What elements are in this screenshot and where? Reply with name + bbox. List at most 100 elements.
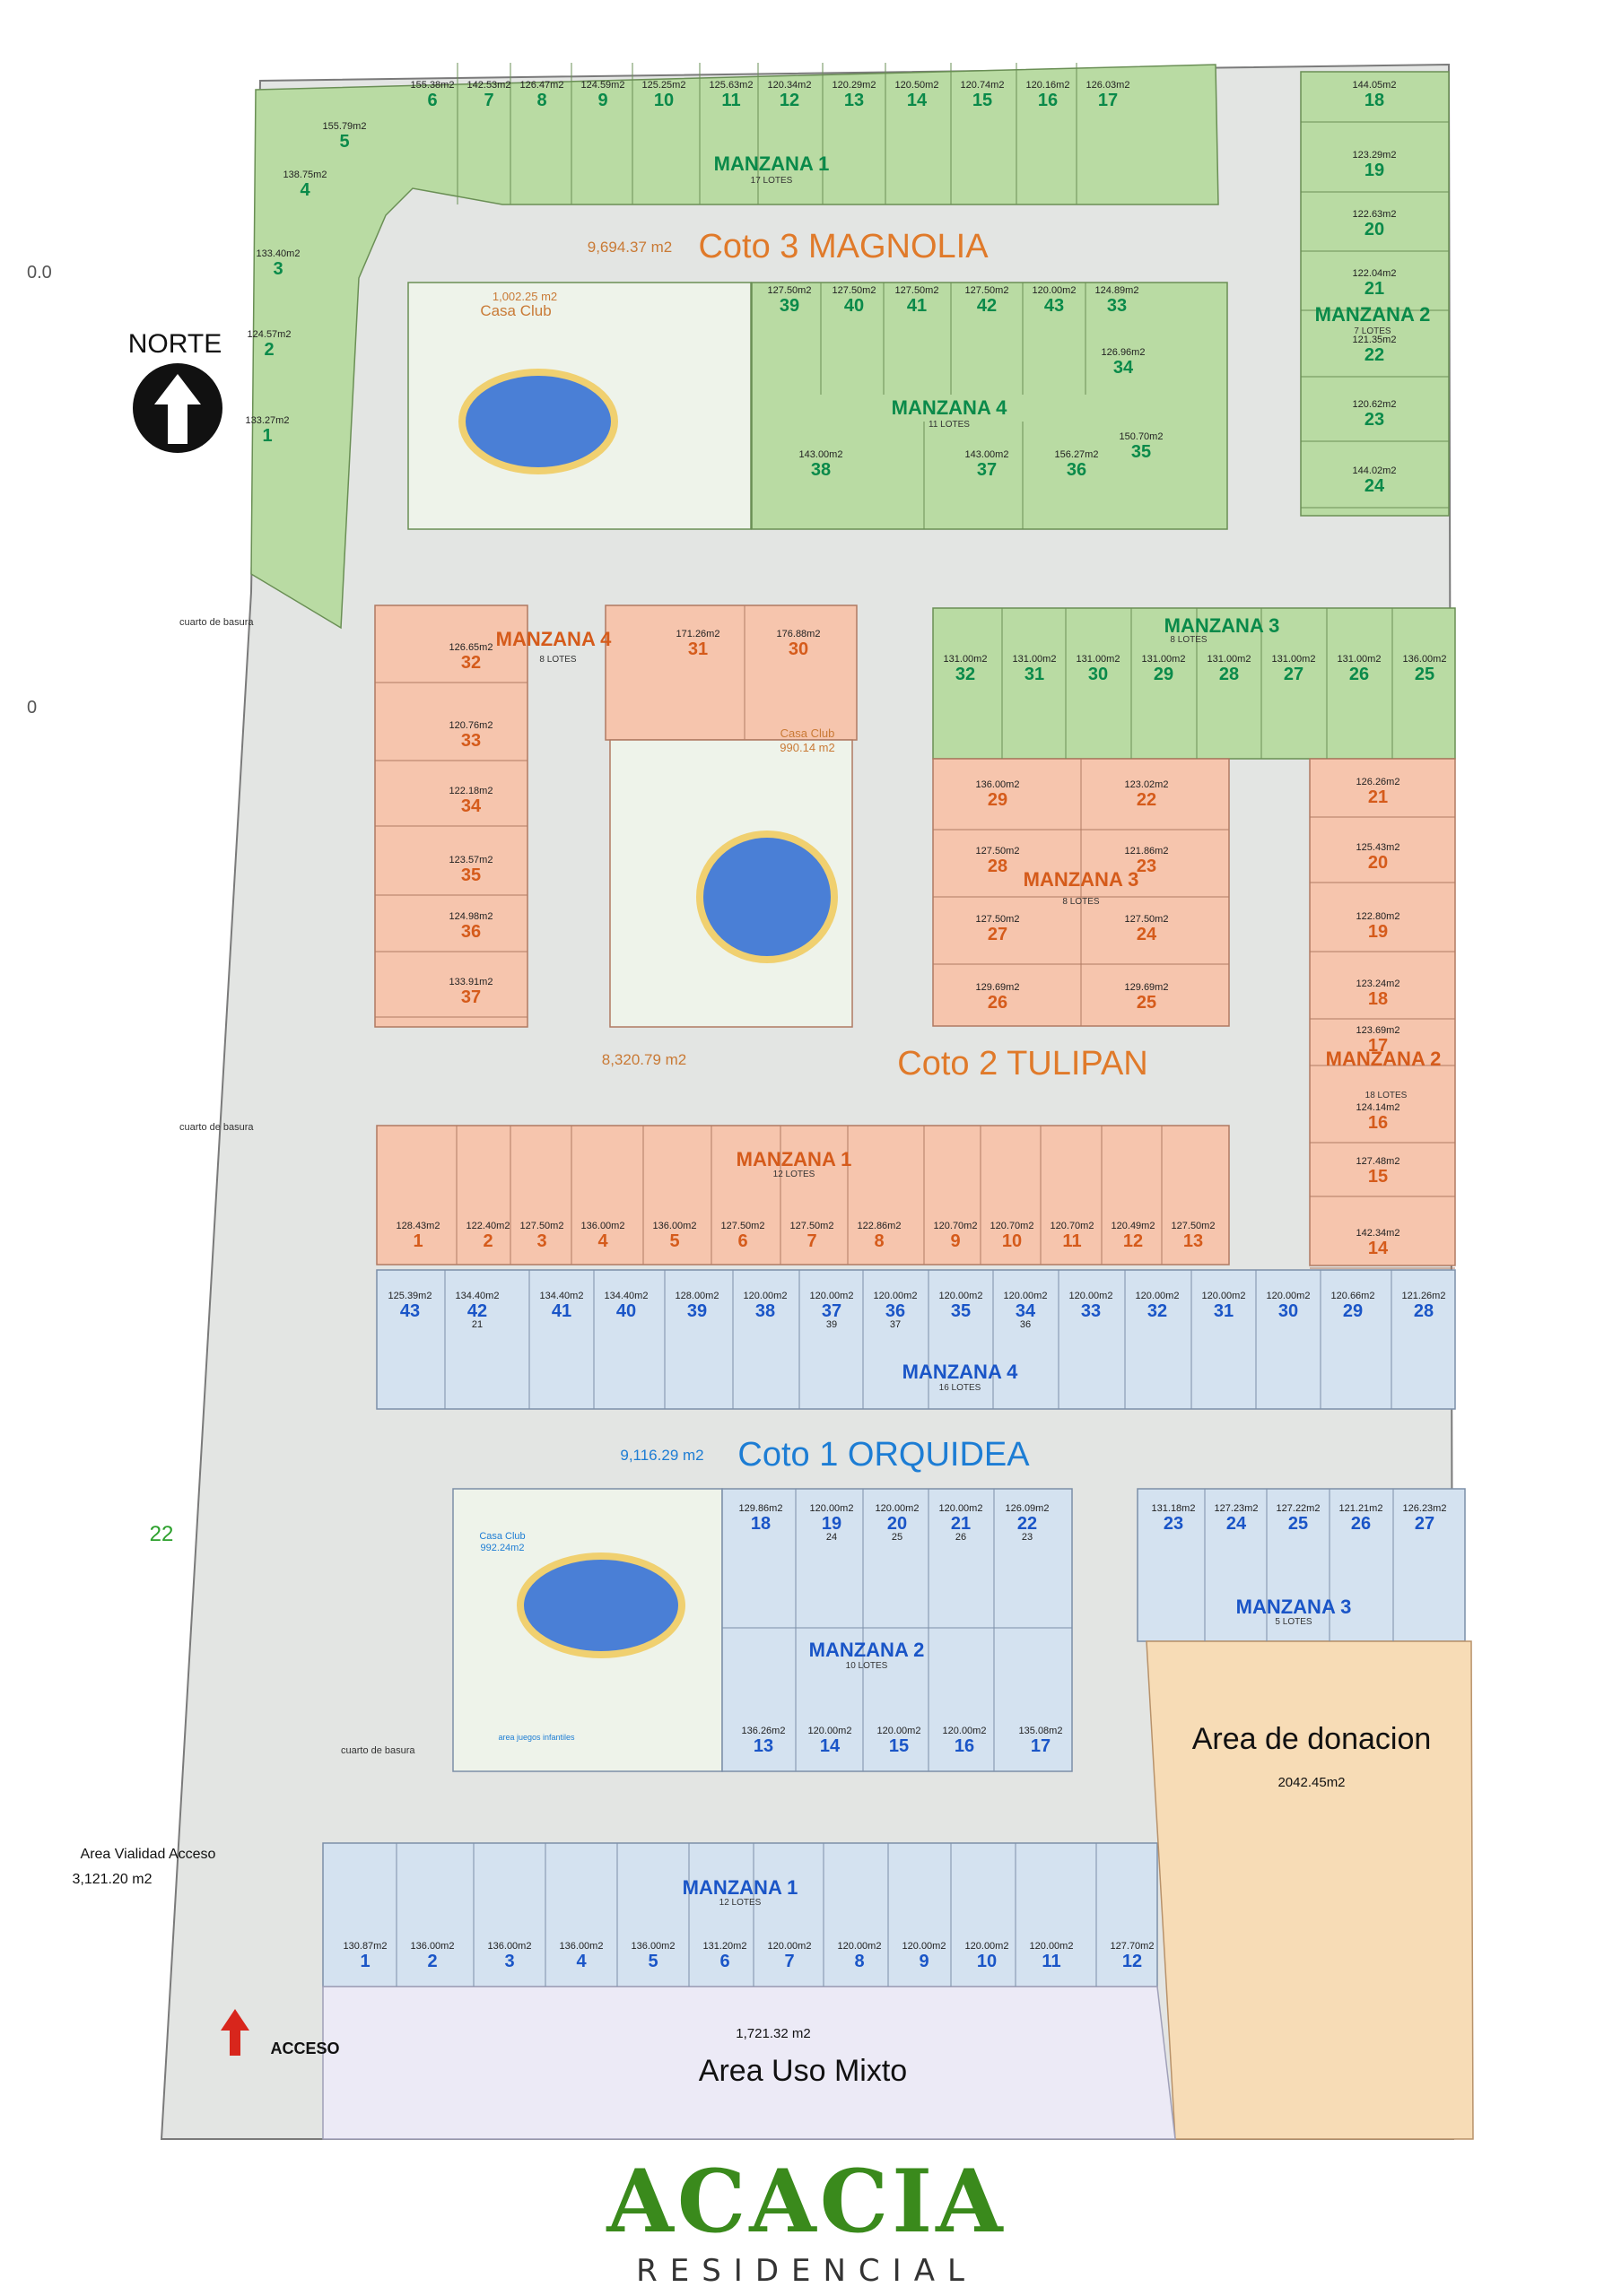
- lot-number: 22: [1017, 1514, 1037, 1534]
- lot-area: 127.22m2: [1277, 1503, 1321, 1514]
- lot-number: 17: [1031, 1736, 1051, 1756]
- lot-number: 32: [1147, 1301, 1167, 1321]
- lot-number: 5: [339, 132, 349, 152]
- lot-number: 1: [262, 426, 272, 446]
- lot-area: 121.21m2: [1339, 1503, 1383, 1514]
- lot-number: 9: [597, 91, 607, 110]
- lot-area: 127.50m2: [833, 285, 876, 296]
- lot-number: 4: [576, 1952, 587, 1971]
- lot-area: 129.69m2: [1125, 982, 1169, 993]
- lot-area: 126.96m2: [1102, 347, 1146, 358]
- lot-number: 25: [1415, 665, 1434, 684]
- lot-area: 124.57m2: [248, 329, 292, 340]
- margin-mark-1: 0.0: [27, 263, 52, 283]
- coto2-club-label: Casa Club: [780, 726, 835, 740]
- lot-area: 131.00m2: [1077, 654, 1120, 665]
- lot-number: 14: [907, 91, 928, 110]
- lot-number: 28: [1414, 1301, 1434, 1321]
- lot-sub-number: 36: [1020, 1319, 1031, 1330]
- lot-number: 40: [616, 1301, 636, 1321]
- donacion-area-value: 2042.45m2: [1277, 1775, 1345, 1790]
- lot-number: 36: [885, 1301, 905, 1321]
- margin-mark-2: 0: [27, 698, 37, 718]
- lot-area: 131.00m2: [1272, 654, 1316, 665]
- coto3-manzana1-sub: 17 LOTES: [751, 176, 793, 186]
- lot-number: 39: [780, 296, 799, 316]
- lot-area: 136.00m2: [632, 1941, 676, 1952]
- lot-number: 29: [1154, 665, 1173, 684]
- lot-number: 18: [1368, 989, 1388, 1009]
- lot-number: 4: [597, 1231, 608, 1251]
- lot-sub-number: 23: [1022, 1532, 1033, 1543]
- lot-area: 120.00m2: [876, 1503, 920, 1514]
- lot-area: 143.00m2: [965, 449, 1009, 460]
- lot-area: 127.50m2: [895, 285, 939, 296]
- lot-number: 21: [951, 1514, 971, 1534]
- mixto-area: [322, 1986, 1176, 2140]
- lot-number: 16: [1368, 1113, 1388, 1133]
- lot-number: 31: [688, 639, 708, 659]
- lot-area: 131.00m2: [944, 654, 988, 665]
- lot-area: 129.86m2: [739, 1503, 783, 1514]
- lot-number: 28: [1219, 665, 1239, 684]
- lot-area: 133.40m2: [257, 248, 301, 259]
- lot-number: 15: [1368, 1167, 1388, 1187]
- lot-number: 33: [461, 731, 481, 751]
- coto2-manzana3-green-sub: 8 LOTES: [1170, 635, 1207, 645]
- lot-area: 120.00m2: [965, 1941, 1009, 1952]
- lot-number: 41: [552, 1301, 571, 1321]
- lot-sub-number: 24: [826, 1532, 837, 1543]
- lot-number: 10: [977, 1952, 997, 1971]
- donacion-title: Area de donacion: [1192, 1722, 1432, 1756]
- lot-area: 127.50m2: [790, 1221, 834, 1231]
- coto2-manzana1-block: [376, 1125, 1230, 1265]
- donacion-area: [1146, 1640, 1474, 2140]
- lot-area: 126.03m2: [1086, 80, 1130, 91]
- lot-number: 38: [755, 1301, 775, 1321]
- lot-area: 122.18m2: [449, 786, 493, 796]
- lot-number: 16: [1038, 91, 1058, 110]
- coto3-club-label: Casa Club: [480, 302, 551, 319]
- lot-number: 11: [1062, 1231, 1081, 1251]
- lot-sub-number: 25: [892, 1532, 902, 1543]
